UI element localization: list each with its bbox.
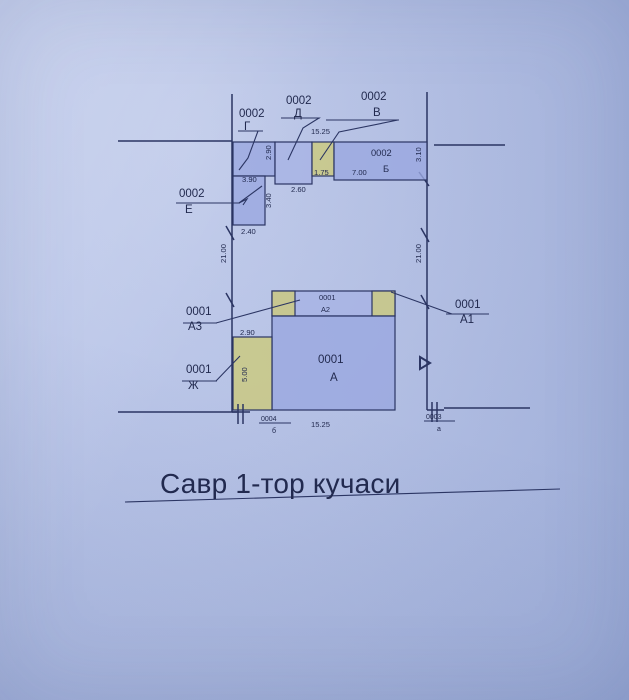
label-a-letter: А (330, 372, 338, 384)
dim-g-height: 2.90 (264, 145, 273, 160)
callout-underlines (176, 117, 489, 424)
building-e (232, 175, 266, 226)
callout-left-upper-letter: Е (185, 204, 193, 216)
boundary-reference-lines (118, 92, 561, 503)
dim-b-width: 7.00 (352, 168, 367, 177)
label-a2-id: 0001 (319, 293, 335, 302)
node-0003-point: а (437, 426, 441, 433)
building-g (232, 141, 276, 177)
building-a2-left-cap (271, 290, 296, 317)
dim-left-vertical: 21.00 (219, 244, 228, 263)
callout-left-lower-letter: Ж (188, 380, 199, 392)
node-0003-code: 0003 (426, 414, 442, 421)
dim-top-overall: 15.25 (311, 127, 330, 136)
callout-left-upper-id: 0002 (179, 188, 205, 200)
dim-b-height: 3.10 (414, 147, 423, 162)
callout-left-mid-letter: А3 (188, 321, 202, 333)
dim-e-width: 2.40 (241, 227, 256, 236)
dim-v-width: 1.75 (314, 168, 329, 177)
callout-top-mid-id: 0002 (286, 95, 312, 107)
dim-zh-height: 5.00 (240, 367, 249, 382)
building-zh (232, 336, 273, 411)
direction-arrow-icons (225, 171, 432, 371)
label-a2-letter: А2 (321, 305, 330, 314)
label-b-letter: Б (383, 164, 389, 174)
callout-left-mid-id: 0001 (186, 306, 212, 318)
building-b (333, 141, 428, 181)
node-0004-code: 0004 (261, 416, 277, 423)
boundary-node-markers (232, 402, 444, 424)
callout-top-right-id: 0002 (361, 91, 387, 103)
dim-e-height: 3.40 (264, 193, 273, 208)
street-title: Савр 1-тор кучаси (160, 468, 400, 499)
callout-right-mid-id: 0001 (455, 299, 481, 311)
callout-right-mid-letter: А1 (460, 314, 474, 326)
label-b-id: 0002 (371, 148, 392, 158)
building-a2-right-cap (371, 290, 396, 317)
callout-top-left-id: 0002 (239, 108, 265, 120)
dim-bottom-overall: 15.25 (311, 420, 330, 429)
callout-top-left-letter: Г (244, 121, 251, 133)
dim-d-width: 2.60 (291, 185, 306, 194)
callout-top-right-letter: В (373, 107, 381, 119)
dim-zh-width: 2.90 (240, 328, 255, 337)
callout-left-lower-id: 0001 (186, 364, 212, 376)
node-0004-point: б (272, 427, 276, 435)
building-a (271, 315, 396, 411)
callout-top-mid-letter: Д (294, 108, 302, 120)
dim-right-vertical: 21.00 (414, 244, 423, 263)
label-a-id: 0001 (318, 354, 344, 366)
dim-g-width: 3.90 (242, 175, 257, 184)
